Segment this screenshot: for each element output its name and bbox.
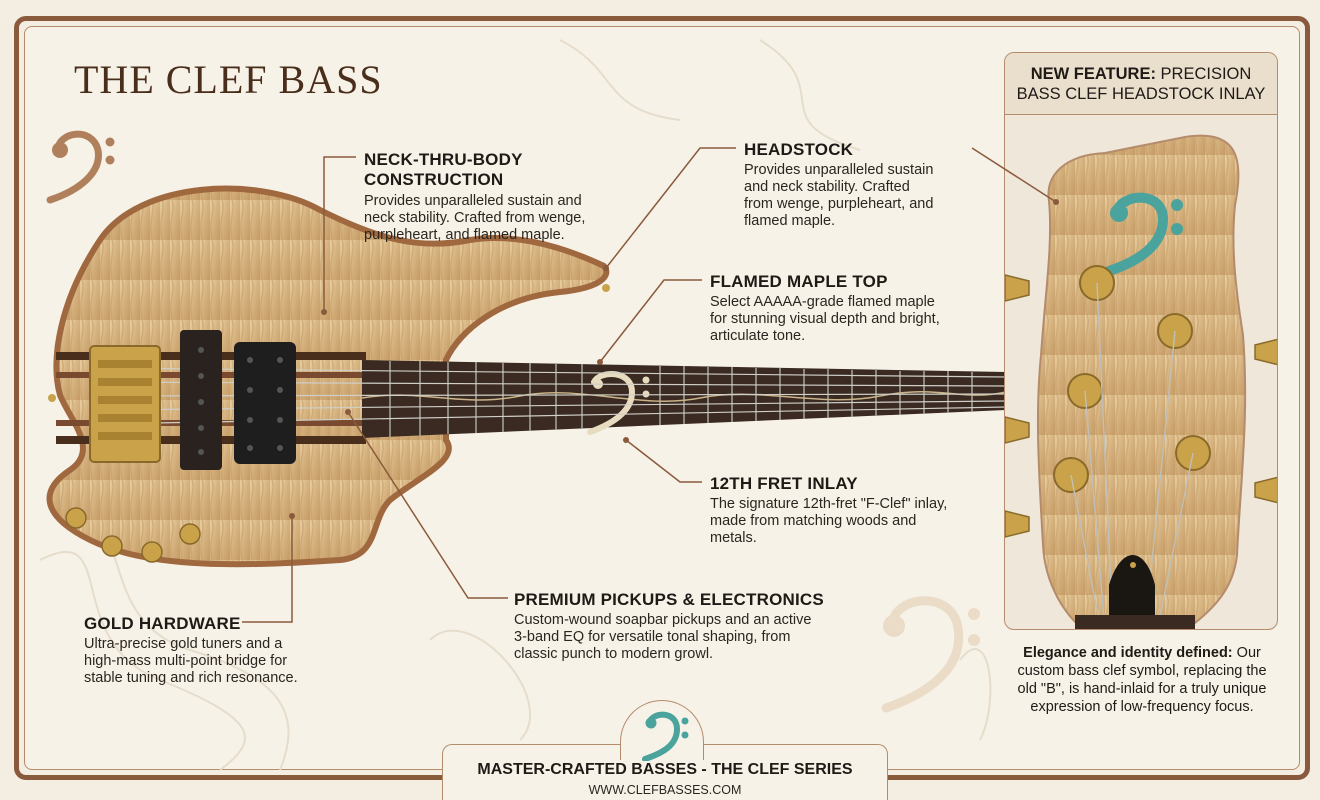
headstock-line2: and neck stability. Crafted bbox=[744, 179, 910, 195]
callout-pickups-text: Custom-wound soapbar pickups and an acti… bbox=[514, 612, 811, 663]
callout-headstock-text: Provides unparalleled sustain and neck s… bbox=[744, 162, 933, 230]
panel-desc-bold: Elegance and identity defined: bbox=[1023, 645, 1233, 661]
neck-heading-line1: NECK-THRU-BODY bbox=[364, 150, 523, 169]
headstock-line1: Provides unparalleled sustain bbox=[744, 162, 934, 178]
hardware-line2: high-mass multi-point bridge for bbox=[84, 653, 288, 669]
page-title: THE CLEF BASS bbox=[74, 57, 383, 102]
hardware-line3: stable tuning and rich resonance. bbox=[84, 670, 298, 686]
footer-badge bbox=[620, 700, 704, 762]
pickup-neck bbox=[234, 342, 296, 464]
callout-maple-text: Select AAAAA-grade flamed maple for stun… bbox=[710, 294, 940, 345]
callout-hardware-text: Ultra-precise gold tuners and a high-mas… bbox=[84, 636, 298, 687]
fret-line3: metals. bbox=[710, 530, 757, 546]
footer-title: MASTER-CRAFTED BASSES - THE CLEF SERIES bbox=[477, 761, 853, 778]
panel-heading: NEW FEATURE: PRECISION BASS CLEF HEADSTO… bbox=[1005, 53, 1277, 115]
maple-line1: Select AAAAA-grade flamed maple bbox=[710, 294, 935, 310]
bass-clef-icon bbox=[46, 130, 115, 204]
fret-line2: made from matching woods and bbox=[710, 513, 917, 529]
fret-line1: The signature 12th-fret "F-Clef" inlay, bbox=[710, 496, 948, 512]
callout-hardware-heading: GOLD HARDWARE bbox=[84, 614, 241, 633]
headstock-line4: flamed maple. bbox=[744, 213, 836, 229]
callout-neck-text: Provides unparalleled sustain and neck s… bbox=[364, 193, 585, 244]
maple-line3: articulate tone. bbox=[710, 328, 806, 344]
bass-clef-inlay-icon bbox=[587, 370, 650, 435]
callout-fret-heading: 12TH FRET INLAY bbox=[710, 474, 858, 493]
callout-headstock-heading: HEADSTOCK bbox=[744, 140, 854, 159]
pickups-line1: Custom-wound soapbar pickups and an acti… bbox=[514, 612, 812, 628]
panel-desc-rest: Our custom bass clef symbol, replacing t… bbox=[1017, 645, 1267, 715]
footer-url[interactable]: WWW.CLEFBASSES.COM bbox=[588, 783, 742, 797]
neck-line3: purpleheart, and flamed maple. bbox=[364, 227, 565, 243]
panel-description: Elegance and identity defined: Our custo… bbox=[1006, 644, 1278, 716]
panel-label-line2: BASS CLEF HEADSTOCK INLAY bbox=[1016, 85, 1266, 103]
callout-fret-text: The signature 12th-fret "F-Clef" inlay, … bbox=[710, 496, 947, 547]
callout-pickups-heading: PREMIUM PICKUPS & ELECTRONICS bbox=[514, 590, 824, 609]
control-knobs bbox=[65, 507, 201, 563]
callout-maple-heading: FLAMED MAPLE TOP bbox=[710, 272, 888, 291]
neck-line2: neck stability. Crafted from wenge, bbox=[364, 210, 586, 226]
panel-label-rest: PRECISION bbox=[1155, 65, 1252, 83]
pickups-line2: 3-band EQ for versatile tonal shaping, f… bbox=[514, 629, 791, 645]
bass-clef-watermark-icon bbox=[881, 596, 980, 713]
bass-clef-icon bbox=[642, 711, 689, 762]
hardware-line1: Ultra-precise gold tuners and a bbox=[84, 636, 283, 652]
pickups-line3: classic punch to modern growl. bbox=[514, 646, 714, 662]
tuner-peg-icon bbox=[1005, 274, 1277, 538]
headstock-line3: from wenge, purpleheart, and bbox=[744, 196, 934, 212]
panel-label-bold: NEW FEATURE: bbox=[1030, 65, 1156, 83]
neck-line1: Provides unparalleled sustain and bbox=[364, 193, 582, 209]
headstock-feature-panel: NEW FEATURE: PRECISION BASS CLEF HEADSTO… bbox=[1004, 52, 1278, 630]
maple-line2: for stunning visual depth and bright, bbox=[710, 311, 940, 327]
neck-heading-line2: CONSTRUCTION bbox=[364, 170, 504, 189]
headstock-illustration bbox=[1005, 134, 1277, 629]
callout-neck-heading: NECK-THRU-BODY CONSTRUCTION bbox=[364, 150, 523, 190]
